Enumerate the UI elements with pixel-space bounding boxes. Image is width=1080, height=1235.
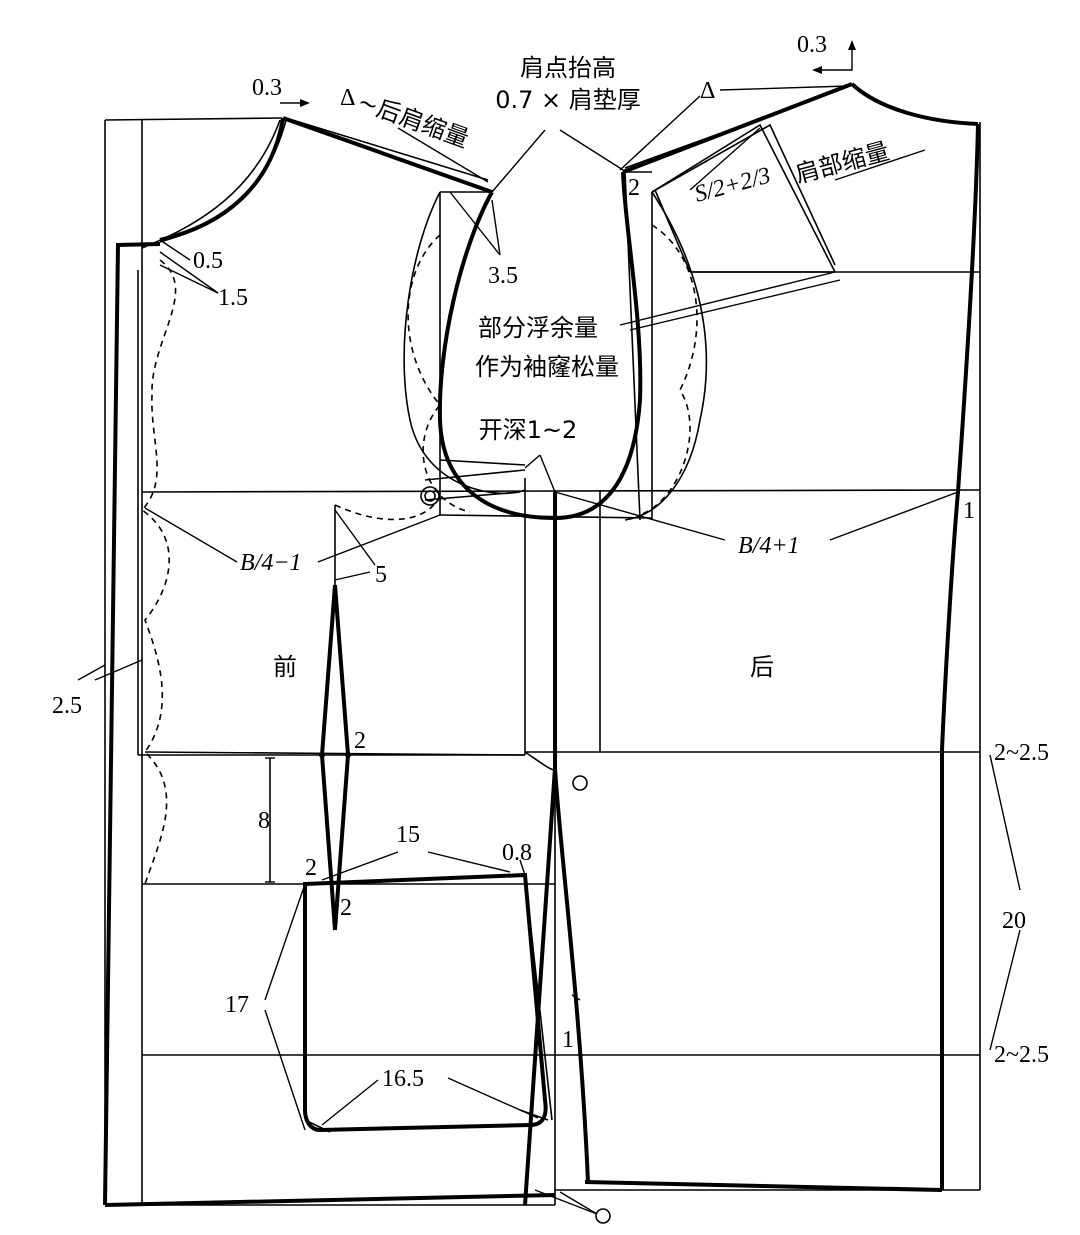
back-neckline — [622, 82, 979, 521]
dim-17: 17 — [225, 992, 249, 1018]
delta-symbol-right: Δ — [700, 78, 715, 104]
dim-15: 15 — [396, 822, 420, 848]
dim-8: 8 — [258, 808, 270, 834]
dim-1-side: 1 — [963, 498, 975, 524]
text-labels: 肩点抬高 0.7 × 肩垫厚 Δ ~后肩缩量 Δ 0.3 0.3 S/2+2/3… — [52, 32, 1049, 1092]
label-back: 后 — [750, 653, 774, 681]
construction-lines — [104, 117, 981, 1206]
symbols — [420, 486, 611, 1224]
label-bust-back: B/4+1 — [738, 533, 800, 559]
armhole — [334, 171, 708, 521]
dim-2-pocket: 2 — [305, 855, 317, 881]
label-shoulder-raise-2: 0.7 × 肩垫厚 — [495, 86, 641, 114]
dim-3-5: 3.5 — [488, 263, 518, 289]
dim-2-dart-bottom: 2 — [340, 895, 352, 921]
dim-2-back-neck: 2 — [628, 175, 640, 201]
center-back-seam — [523, 518, 590, 1206]
label-shoulder-ease-formula: S/2+2/3 — [692, 163, 774, 208]
delta-symbol-left: Δ — [340, 85, 355, 111]
dim-20: 20 — [1002, 908, 1026, 934]
front-neckline — [141, 116, 493, 249]
dim-1-lower: 1 — [562, 1027, 574, 1053]
back-side-seam — [584, 123, 980, 1192]
leader-lines — [77, 40, 1021, 1215]
label-bust-front: B/4−1 — [240, 550, 302, 576]
front-dart — [319, 505, 351, 931]
front-lapel-dashed — [140, 259, 177, 885]
dim-2-dart: 2 — [354, 728, 366, 754]
front-center-line — [103, 242, 556, 1207]
dim-0-3-right: 0.3 — [797, 32, 827, 58]
dim-0-5: 0.5 — [193, 248, 223, 274]
dim-2-2-5-bottom: 2~2.5 — [994, 1042, 1049, 1068]
label-shoulder-raise-1: 肩点抬高 — [520, 54, 616, 82]
label-front: 前 — [273, 653, 297, 681]
dim-1-5: 1.5 — [218, 285, 248, 311]
dim-0-3-left: 0.3 — [252, 75, 282, 101]
label-back-shoulder-ease: ~后肩缩量 — [354, 87, 473, 153]
dim-2-2-5-top: 2~2.5 — [994, 740, 1049, 766]
label-shoulder-ease-text: 肩部缩量 — [792, 137, 892, 189]
dim-2-5: 2.5 — [52, 693, 82, 719]
label-ease-2: 作为袖窿松量 — [475, 353, 619, 381]
label-open-depth: 开深1~2 — [479, 416, 578, 444]
dim-0-8: 0.8 — [502, 840, 532, 866]
dim-5: 5 — [375, 562, 387, 588]
label-ease-1: 部分浮余量 — [478, 314, 598, 342]
dim-16-5: 16.5 — [382, 1066, 424, 1092]
